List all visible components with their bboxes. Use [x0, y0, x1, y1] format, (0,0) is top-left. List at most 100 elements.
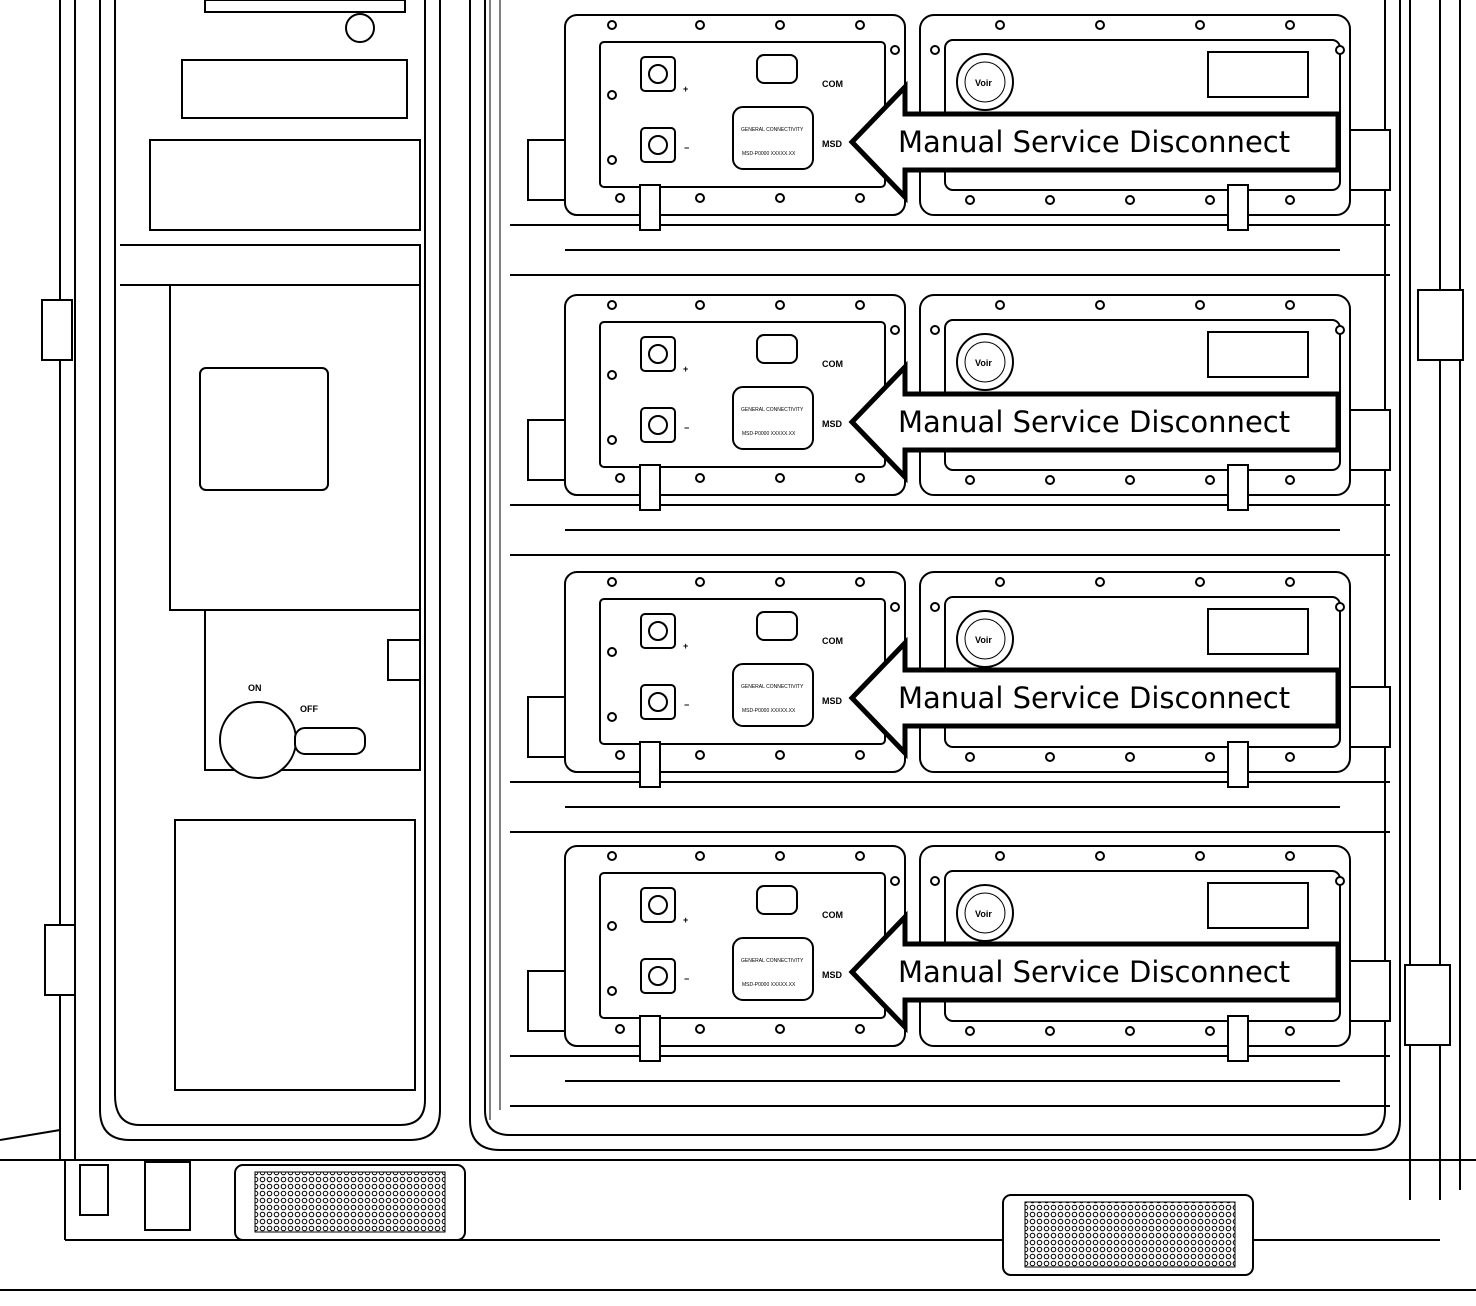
- msd-brand-text: GENERAL CONNECTIVITY: [741, 127, 804, 133]
- screw-icon: [1285, 1026, 1295, 1036]
- callout-label: Manual Service Disconnect: [898, 955, 1290, 989]
- com-connector: [756, 334, 798, 364]
- bracket-left: [527, 970, 569, 1032]
- screw-icon: [695, 851, 705, 861]
- module-rail: [510, 1055, 1390, 1107]
- screw-icon: [607, 370, 617, 380]
- screw-icon: [1195, 20, 1205, 30]
- screw-icon: [607, 435, 617, 445]
- screw-icon: [855, 193, 865, 203]
- certification-seal-inner: [964, 341, 1006, 383]
- positive-label: +: [683, 915, 688, 925]
- negative-label: −: [684, 700, 689, 710]
- screw-icon: [1205, 752, 1215, 762]
- screw-icon: [965, 475, 975, 485]
- callout-arrow-icon: [848, 636, 1341, 760]
- screw-icon: [1125, 475, 1135, 485]
- screw-icon: [1285, 475, 1295, 485]
- screw-icon: [1285, 195, 1295, 205]
- screw-icon: [930, 876, 940, 886]
- screw-icon: [965, 195, 975, 205]
- screw-icon: [1095, 300, 1105, 310]
- warning-label: [1207, 331, 1309, 378]
- screw-icon: [1095, 577, 1105, 587]
- com-label: COM: [822, 79, 843, 89]
- screw-icon: [1335, 45, 1345, 55]
- screw-icon: [965, 752, 975, 762]
- msd-brand-text: GENERAL CONNECTIVITY: [741, 684, 804, 690]
- screw-icon: [1095, 20, 1105, 30]
- screw-icon: [607, 851, 617, 861]
- terminal-stud: [648, 621, 668, 641]
- screw-icon: [1125, 1026, 1135, 1036]
- msd-label: MSD: [822, 696, 843, 706]
- certification-seal-inner: [964, 892, 1006, 934]
- screw-icon: [1125, 752, 1135, 762]
- screw-icon: [775, 750, 785, 760]
- screw-icon: [775, 577, 785, 587]
- control-box: [199, 367, 329, 491]
- screw-icon: [1285, 300, 1295, 310]
- screw-icon: [1285, 851, 1295, 861]
- screw-icon: [607, 986, 617, 996]
- positive-label: +: [683, 84, 688, 94]
- screw-icon: [775, 193, 785, 203]
- screw-icon: [607, 90, 617, 100]
- screw-icon: [695, 20, 705, 30]
- screw-icon: [930, 45, 940, 55]
- screw-icon: [1045, 195, 1055, 205]
- callout-label: Manual Service Disconnect: [898, 405, 1290, 439]
- screw-icon: [995, 577, 1005, 587]
- com-label: COM: [822, 359, 843, 369]
- msd-brand-text: GENERAL CONNECTIVITY: [741, 407, 804, 413]
- module-rail: [510, 781, 1390, 833]
- warning-label: [1207, 882, 1309, 929]
- screw-icon: [1335, 325, 1345, 335]
- screw-icon: [855, 300, 865, 310]
- screw-icon: [615, 193, 625, 203]
- switch-off-label: OFF: [300, 704, 318, 714]
- screw-icon: [607, 712, 617, 722]
- callout-arrow-icon: [848, 360, 1341, 484]
- terminal-stud: [648, 415, 668, 435]
- rotary-disconnect-switch[interactable]: ON OFF: [219, 683, 366, 779]
- screw-icon: [1045, 752, 1055, 762]
- screw-icon: [965, 1026, 975, 1036]
- screw-icon: [607, 155, 617, 165]
- screw-icon: [607, 577, 617, 587]
- screw-icon: [855, 851, 865, 861]
- msd-part-text: MSD-P0000 XXXXX.XX: [742, 151, 796, 157]
- bracket-left: [527, 696, 569, 758]
- warning-label: [1207, 608, 1309, 655]
- com-connector: [756, 885, 798, 915]
- screw-icon: [615, 1024, 625, 1034]
- com-label: COM: [822, 910, 843, 920]
- callout-arrow-icon: [848, 80, 1341, 204]
- screw-icon: [995, 20, 1005, 30]
- screw-icon: [930, 602, 940, 612]
- terminal-stud: [648, 344, 668, 364]
- terminal-stud: [648, 966, 668, 986]
- msd-label: MSD: [822, 419, 843, 429]
- door-hinges: [41, 289, 1464, 1046]
- terminal-stud: [648, 64, 668, 84]
- msd-plug: [732, 386, 814, 450]
- terminal-stud: [648, 135, 668, 155]
- msd-part-text: MSD-P0000 XXXXX.XX: [742, 708, 796, 714]
- screw-icon: [607, 300, 617, 310]
- msd-label: MSD: [822, 139, 843, 149]
- screw-icon: [855, 1024, 865, 1034]
- logo-text: Voir: [975, 635, 992, 645]
- screw-icon: [1195, 851, 1205, 861]
- com-connector: [756, 611, 798, 641]
- com-label: COM: [822, 636, 843, 646]
- negative-label: −: [684, 974, 689, 984]
- screw-icon: [615, 473, 625, 483]
- screw-icon: [1205, 195, 1215, 205]
- screw-icon: [615, 750, 625, 760]
- cable-gland: [639, 1015, 1249, 1062]
- breaker: [387, 639, 421, 681]
- screw-icon: [607, 20, 617, 30]
- floor-vents: [79, 1161, 1254, 1276]
- screw-icon: [1195, 577, 1205, 587]
